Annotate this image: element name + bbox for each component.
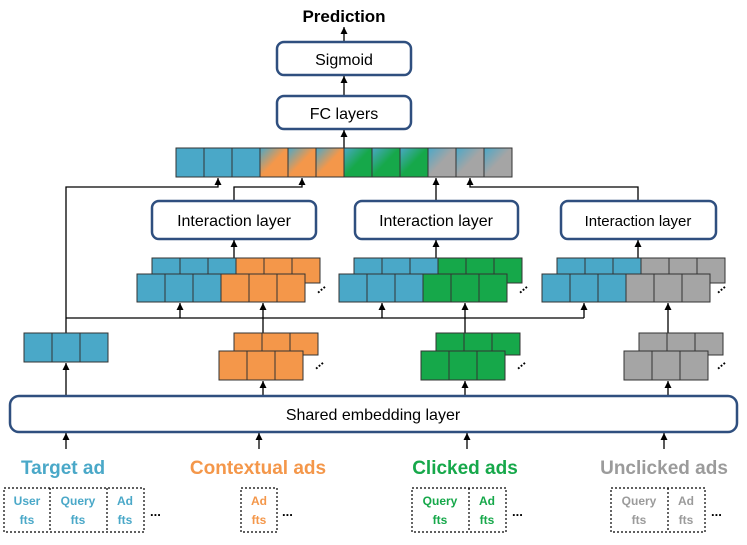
target-feature-query-line2: fts — [71, 513, 86, 527]
target-feature-user-line2: fts — [20, 513, 35, 527]
unclicked-ads-label: Unclicked ads — [600, 458, 728, 479]
shared-embedding-box — [8, 394, 739, 434]
unclicked-feature-query-line2: fts — [632, 513, 647, 527]
target-feature-ad-line1: Ad — [117, 494, 133, 508]
shared-embedding-label: Shared embedding layer — [286, 407, 461, 424]
contextual-feature-ad-line1: Ad — [251, 494, 267, 508]
clicked-embeddings-ellipsis: ... — [510, 354, 528, 372]
clicked-feature-query-line2: fts — [433, 513, 448, 527]
pair-stack-contextual — [136, 257, 321, 303]
fc-layers-box — [275, 94, 413, 131]
target-feature-user-line1: User — [14, 494, 41, 508]
clicked-feature-query-line1: Query — [423, 494, 458, 508]
target-ad-features — [3, 487, 145, 533]
contextual-features-ellipsis: ... — [282, 504, 293, 519]
clicked-embeddings — [420, 332, 521, 381]
contextual-embeddings — [218, 332, 319, 381]
unclicked-feature-ad-line1: Ad — [678, 494, 694, 508]
pair-stack-clicked — [338, 257, 523, 303]
pair-stack-unclicked — [541, 257, 726, 303]
unclicked-features-ellipsis: ... — [711, 504, 722, 519]
target-features-ellipsis: ... — [150, 504, 161, 519]
target-feature-query-line1: Query — [61, 494, 96, 508]
unclicked-feature-query-line1: Query — [622, 494, 657, 508]
shared-to-embedding-arrows — [62, 363, 672, 396]
prediction-title: Prediction — [302, 7, 385, 26]
interaction-label-2: Interaction layer — [379, 213, 494, 230]
clicked-features-ellipsis: ... — [512, 504, 523, 519]
unclicked-features — [610, 487, 706, 533]
contextual-embeddings-ellipsis: ... — [308, 354, 326, 372]
unclicked-feature-ad-line2: fts — [679, 513, 694, 527]
interaction-label-1: Interaction layer — [177, 213, 292, 230]
fc-layers-label: FC layers — [310, 106, 378, 123]
interaction-layers: Interaction layer Interaction layer Inte… — [150, 199, 718, 241]
unclicked-embeddings — [623, 332, 724, 381]
contextual-ads-label: Contextual ads — [190, 458, 326, 479]
sigmoid-label: Sigmoid — [315, 52, 373, 69]
input-arrows — [62, 433, 668, 449]
concatenated-vector — [175, 147, 513, 178]
target-ad-embedding — [23, 332, 109, 363]
contextual-feature-ad-line2: fts — [252, 513, 267, 527]
interaction-label-3: Interaction layer — [585, 213, 692, 230]
target-broadcast-lines — [66, 303, 672, 333]
target-feature-ad-line2: fts — [118, 513, 133, 527]
clicked-feature-ad-line2: fts — [480, 513, 495, 527]
unclicked-embeddings-ellipsis: ... — [710, 354, 728, 372]
clicked-features — [411, 487, 507, 533]
sigmoid-box — [275, 40, 413, 77]
contextual-features-box — [240, 487, 278, 533]
clicked-feature-ad-line1: Ad — [479, 494, 495, 508]
concat-connectors — [65, 178, 639, 333]
target-ad-label: Target ad — [21, 458, 105, 479]
pair-to-interaction-arrows — [230, 240, 642, 258]
clicked-ads-label: Clicked ads — [412, 458, 518, 479]
